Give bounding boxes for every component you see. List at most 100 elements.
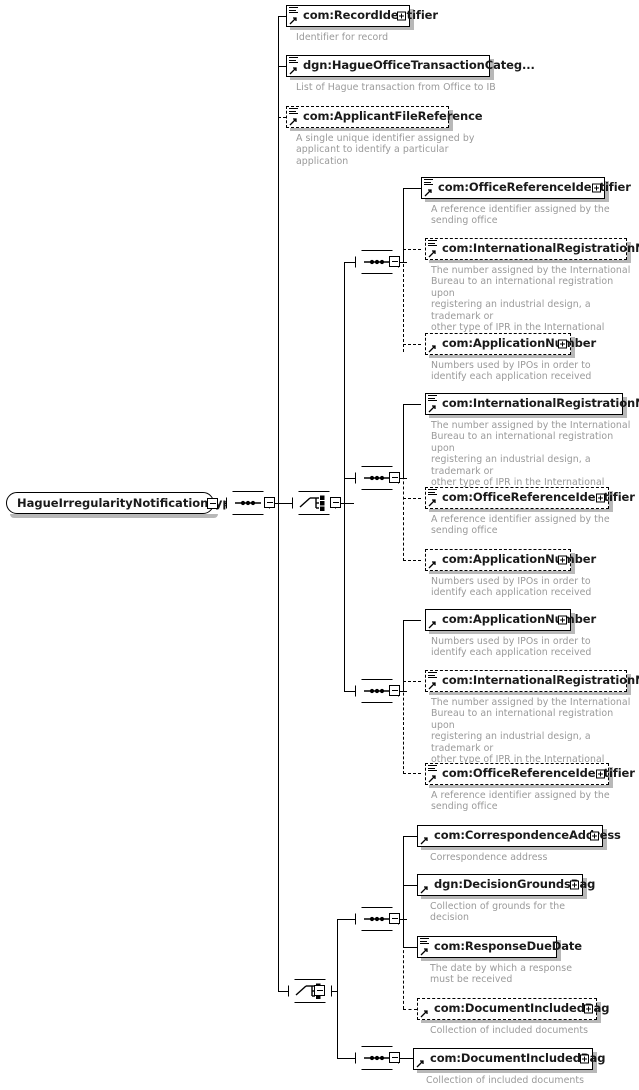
- element-ref-arrow-icon: [420, 1009, 429, 1018]
- element-label: dgn:DecisionGroundsBag: [434, 877, 596, 892]
- type-lines-icon: [289, 108, 298, 116]
- sequence-a-minus-icon[interactable]: [389, 256, 400, 267]
- connector-line-dashed: [403, 1009, 417, 1010]
- sequence-c-minus-icon[interactable]: [389, 685, 400, 696]
- top-choice-minus-icon[interactable]: [330, 497, 341, 508]
- expand-plus-icon[interactable]: [592, 183, 601, 193]
- element-node-n1[interactable]: com:RecordIdentifier: [286, 5, 438, 27]
- element-ref-arrow-icon: [289, 117, 298, 126]
- element-node-n2[interactable]: dgn:HagueOfficeTransactionCateg...: [286, 55, 535, 77]
- connector-line: [403, 947, 417, 948]
- expand-plus-icon[interactable]: [558, 615, 567, 625]
- node-shadow: [421, 846, 607, 850]
- sequence-b-minus-icon[interactable]: [389, 472, 400, 483]
- node-shadow: [609, 491, 613, 512]
- expand-plus-icon[interactable]: [596, 493, 605, 503]
- element-ref-arrow-icon: [420, 885, 429, 894]
- element-label: com:ResponseDueDate: [434, 939, 582, 954]
- element-node-n14[interactable]: dgn:DecisionGroundsBag: [417, 874, 595, 896]
- element-label: com:ApplicantFileReference: [303, 109, 483, 124]
- sequence-e-minus-icon[interactable]: [389, 1052, 400, 1063]
- element-node-n4[interactable]: com:OfficeReferenceIdentifier: [421, 177, 631, 199]
- element-node-n5[interactable]: com:InternationalRegistrationNu...: [425, 238, 639, 260]
- node-shadow: [417, 1069, 597, 1073]
- connector-line-dashed: [403, 466, 404, 561]
- connector-line: [278, 16, 286, 17]
- element-label: com:CorrespondenceAddress: [434, 828, 621, 843]
- element-doc: Correspondence address: [430, 852, 548, 863]
- root-sequence-minus-icon[interactable]: [264, 497, 275, 508]
- connector-line-dashed: [403, 344, 421, 345]
- node-shadow: [623, 397, 627, 418]
- element-node-n8[interactable]: com:OfficeReferenceIdentifier: [425, 487, 635, 509]
- element-node-n12[interactable]: com:OfficeReferenceIdentifier: [425, 763, 635, 785]
- node-shadow: [429, 354, 575, 358]
- expand-plus-icon[interactable]: [558, 339, 567, 349]
- type-lines-icon: [428, 395, 437, 403]
- element-label: com:InternationalRegistrationNu...: [442, 673, 639, 688]
- element-doc: A reference identifier assigned by the s…: [431, 204, 610, 227]
- element-doc: List of Hague transaction from Office to…: [296, 82, 496, 93]
- sequence-compositor-icon: [364, 259, 390, 265]
- connector-line-dashed: [403, 498, 421, 499]
- element-ref-arrow-icon: [428, 404, 437, 413]
- element-doc: The date by which a response must be rec…: [430, 963, 573, 986]
- node-shadow: [627, 242, 631, 263]
- element-doc: Numbers used by IPOs in order to identif…: [431, 360, 592, 383]
- element-doc: A reference identifier assigned by the s…: [431, 790, 610, 813]
- connector-line: [344, 503, 345, 691]
- expand-plus-icon[interactable]: [596, 769, 605, 779]
- element-node-n16[interactable]: com:DocumentIncludedBag: [417, 998, 609, 1020]
- expand-plus-icon[interactable]: [590, 831, 599, 841]
- connector-line-dashed: [403, 560, 421, 561]
- root-collapse-minus-icon[interactable]: [207, 498, 218, 509]
- connector-line: [403, 836, 404, 920]
- root-type-box[interactable]: HagueIrregularityNotificationType: [6, 492, 238, 514]
- choice-compositor-bottom[interactable]: [288, 979, 336, 1007]
- expand-plus-icon[interactable]: [558, 555, 567, 565]
- element-node-n17[interactable]: com:DocumentIncludedBag: [413, 1048, 605, 1070]
- element-label: com:DocumentIncludedBag: [434, 1001, 610, 1016]
- connector-line-dashed: [403, 249, 421, 250]
- connector-line: [337, 919, 338, 1059]
- element-label: com:OfficeReferenceIdentifier: [438, 180, 631, 195]
- element-doc: Collection of grounds for the decision: [430, 901, 566, 924]
- node-shadow: [421, 1019, 601, 1023]
- connector-line: [278, 66, 286, 67]
- connector-line: [403, 404, 404, 479]
- sequence-compositor-icon: [364, 688, 390, 694]
- node-shadow: [571, 337, 575, 358]
- connector-line: [270, 503, 280, 504]
- connector-line-dashed: [403, 945, 404, 1009]
- element-node-n7[interactable]: com:InternationalRegistrationNu...: [425, 393, 639, 415]
- node-shadow: [609, 767, 613, 788]
- connector-line: [403, 885, 417, 886]
- sequence-d-minus-icon[interactable]: [389, 913, 400, 924]
- element-node-n13[interactable]: com:CorrespondenceAddress: [417, 825, 621, 847]
- element-node-n3[interactable]: com:ApplicantFileReference: [286, 106, 483, 128]
- expand-plus-icon[interactable]: [580, 1054, 589, 1064]
- node-shadow: [429, 570, 575, 574]
- element-doc: Numbers used by IPOs in order to identif…: [431, 636, 592, 659]
- element-node-n10[interactable]: com:ApplicationNumber: [425, 609, 596, 631]
- connector-line: [344, 691, 356, 692]
- expand-plus-icon[interactable]: [584, 1004, 593, 1014]
- expand-plus-icon[interactable]: [397, 11, 406, 21]
- element-label: com:ApplicationNumber: [442, 612, 597, 627]
- element-label: dgn:HagueOfficeTransactionCateg...: [303, 58, 535, 73]
- node-shadow: [449, 110, 453, 131]
- element-doc: A reference identifier assigned by the s…: [431, 514, 610, 537]
- choice-compositor-icon: [299, 495, 325, 511]
- element-ref-arrow-icon: [289, 66, 298, 75]
- expand-plus-icon[interactable]: [570, 880, 579, 890]
- element-node-n9[interactable]: com:ApplicationNumber: [425, 549, 596, 571]
- element-node-n15[interactable]: com:ResponseDueDate: [417, 936, 582, 958]
- element-node-n11[interactable]: com:InternationalRegistrationNu...: [425, 670, 639, 692]
- element-node-n6[interactable]: com:ApplicationNumber: [425, 333, 596, 355]
- node-shadow: [593, 1052, 597, 1073]
- node-shadow: [583, 878, 587, 899]
- node-shadow: [410, 9, 414, 30]
- node-shadow: [557, 940, 561, 961]
- connector-line: [403, 836, 417, 837]
- bottom-choice-minus-icon[interactable]: [314, 985, 325, 996]
